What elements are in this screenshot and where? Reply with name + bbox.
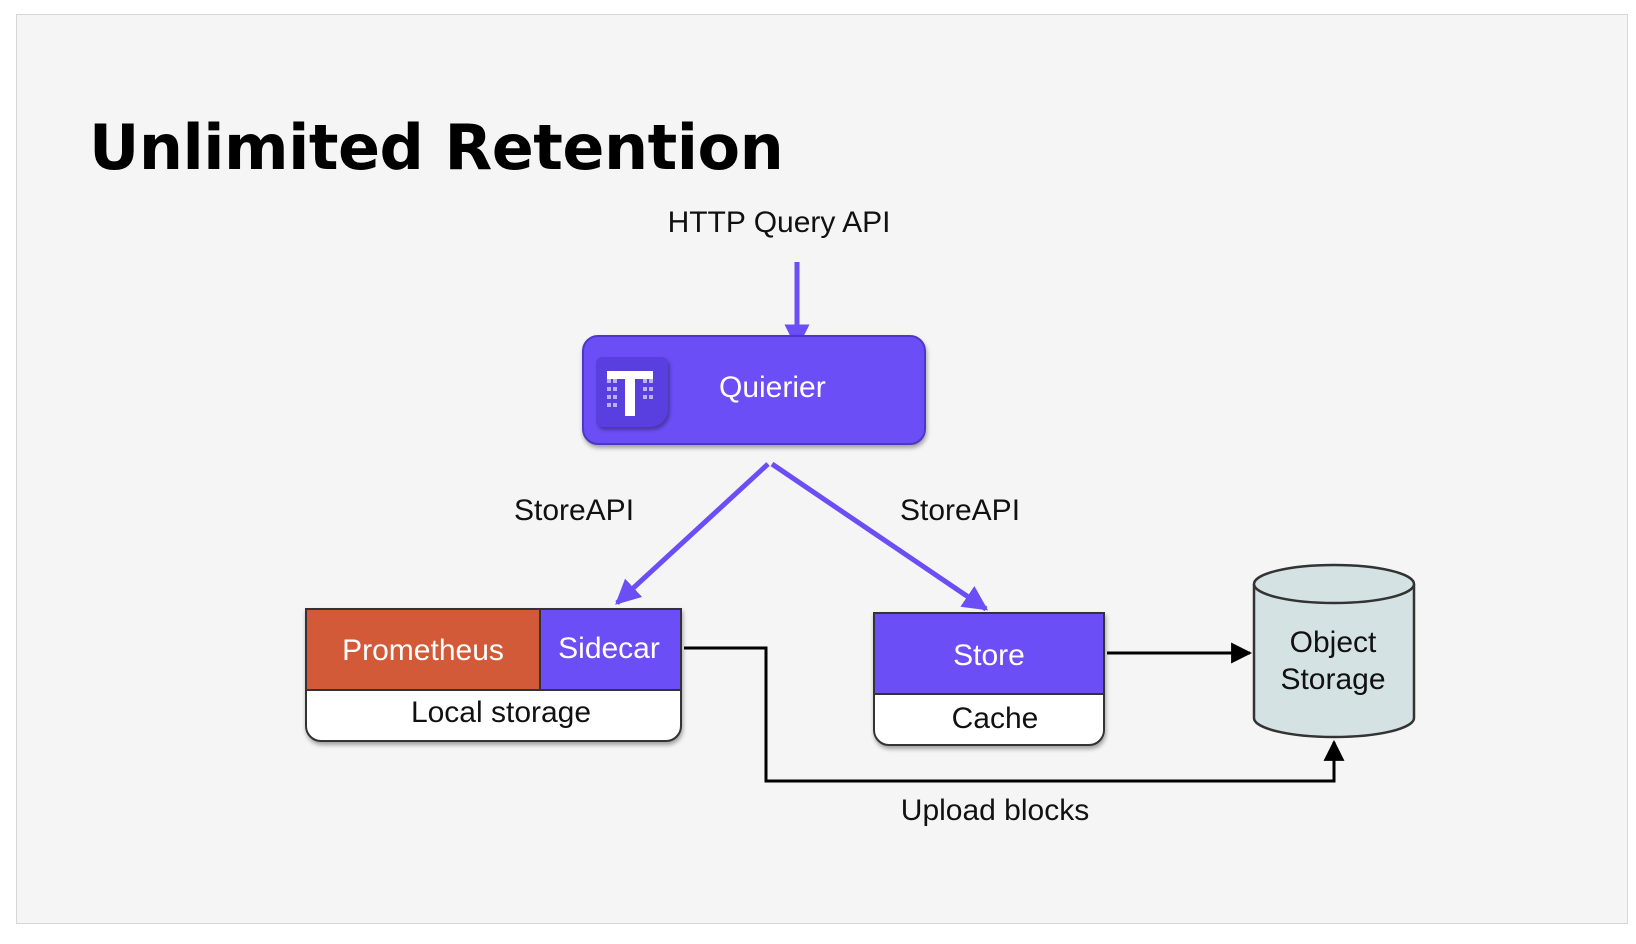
querier-to-store-arrow [770,461,989,612]
prometheus-sidecar-node: Prometheus Sidecar Local storage [305,608,682,742]
querier-to-sidecar-arrow [615,462,770,605]
object-storage-label: Object Storage [1253,624,1413,698]
prometheus-block: Prometheus [307,610,539,691]
store-cache-node: Store Cache [873,612,1105,746]
object-storage-line-1: Object [1289,626,1377,659]
querier-label: Quierier [719,371,826,404]
slide: Unlimited Retention [16,14,1628,924]
cache-label: Cache [951,702,1039,735]
store-block: Store [875,614,1103,695]
http-query-api-label: HTTP Query API [667,206,891,239]
object-storage-cylinder [1252,563,1416,739]
upload-blocks-label: Upload blocks [900,794,1090,827]
prometheus-label: Prometheus [342,634,504,667]
storeapi-right-label: StoreAPI [899,494,1021,527]
storeapi-left-label: StoreAPI [513,494,635,527]
thanos-logo-icon [596,357,668,427]
object-storage-line-2: Storage [1280,663,1386,696]
querier-node: Quierier [582,335,926,445]
sidecar-label: Sidecar [558,632,660,665]
sidecar-block: Sidecar [539,610,680,691]
store-label: Store [953,639,1025,672]
slide-title: Unlimited Retention [89,111,784,184]
local-storage-label: Local storage [410,696,592,729]
upload-blocks-connector [684,646,1345,783]
